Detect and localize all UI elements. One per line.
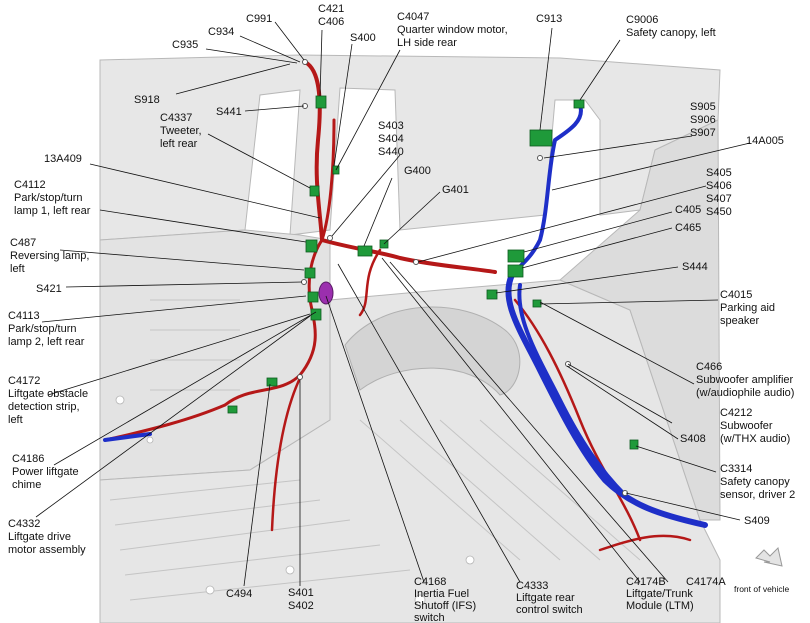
harness-down-c494 <box>270 376 302 532</box>
label-c4112: C4112 Park/stop/turn lamp 1, left rear <box>14 179 91 217</box>
orientation-marker: front of vehicle <box>734 547 790 594</box>
splices <box>297 59 628 496</box>
label-c487: C487 Reversing lamp, left <box>10 237 93 275</box>
body-right-side <box>559 119 721 521</box>
label-s403-s440: S403 S404 S440 <box>378 120 407 158</box>
label-c466: C466 Subwoofer amplifier (w/audiophile a… <box>696 361 796 399</box>
connector-c4113 <box>307 291 319 303</box>
label-s905-s907: S905 S906 S907 <box>690 101 719 139</box>
harness-cross-main <box>320 238 497 274</box>
connector-g400 <box>357 245 373 257</box>
connector-c405 <box>507 249 525 263</box>
label-c4174a: C4174A <box>686 576 726 588</box>
label-s409: S409 <box>744 515 770 527</box>
label-c9006: C9006 Safety canopy, left <box>626 14 716 39</box>
connector-c421 <box>315 95 327 109</box>
front-arrow-icon <box>755 547 783 567</box>
connector-c4337 <box>309 185 320 197</box>
label-c4337: C4337 Tweeter, left rear <box>160 112 205 150</box>
label-13a409: 13A409 <box>44 153 82 165</box>
label-c4174b: C4174B Liftgate/Trunk Module (LTM) <box>626 576 696 612</box>
harness-vertical-trunk <box>303 60 324 242</box>
label-s400: S400 <box>350 32 376 44</box>
label-c4212: C4212 Subwoofer (w/THX audio) <box>720 407 790 445</box>
front-of-vehicle-label: front of vehicle <box>734 584 790 594</box>
label-c4113: C4113 Park/stop/turn lamp 2, left rear <box>8 310 85 348</box>
label-s918: S918 <box>134 94 160 106</box>
label-c3314: C3314 Safety canopy sensor, driver 2 <box>720 463 795 501</box>
label-s405-s450: S405 S406 S407 S450 <box>706 167 735 218</box>
callout-labels: C991 C934 C935 S918 C421 C406 S400 C4047… <box>8 3 796 623</box>
body-wheel-well <box>344 306 521 396</box>
harness-blue-lower <box>505 272 708 528</box>
label-g400: G400 <box>404 165 431 177</box>
label-c494: C494 <box>226 588 252 600</box>
label-c913: C913 <box>536 13 562 25</box>
harness-blue-upper <box>510 103 583 277</box>
label-c4172: C4172 Liftgate obstacle detection strip,… <box>8 375 91 426</box>
body-floor-ribs <box>109 299 641 601</box>
label-c934: C934 <box>208 26 234 38</box>
label-s444: S444 <box>682 261 708 273</box>
connector-s444 <box>486 289 498 300</box>
label-c405: C405 <box>675 204 701 216</box>
ltm-module <box>318 281 334 305</box>
harness-blue <box>103 103 708 528</box>
connector-c4015 <box>532 299 542 308</box>
label-c991: C991 <box>246 13 272 25</box>
harness-to-s400 <box>320 118 336 242</box>
label-c421-c406: C421 C406 <box>318 3 347 28</box>
body-floor-holes <box>115 395 475 606</box>
connector-c4112 <box>305 239 318 253</box>
vehicle-body <box>99 54 721 623</box>
label-c465: C465 <box>675 222 701 234</box>
harness-right-down <box>513 298 642 542</box>
label-c4186: C4186 Power liftgate chime <box>12 453 82 491</box>
label-s401-s402: S401 S402 <box>288 587 317 612</box>
connector-c3314 <box>629 439 639 450</box>
label-c4332: C4332 Liftgate drive motor assembly <box>8 518 86 556</box>
connector-c9006 <box>573 99 585 109</box>
harness-floor-bottom <box>598 534 692 552</box>
harness-blue-lower-2 <box>517 283 627 497</box>
harness-blue-floor <box>103 432 152 442</box>
label-c935: C935 <box>172 39 198 51</box>
harness-ltm-branch <box>358 248 382 317</box>
connector-c465 <box>507 264 524 278</box>
label-g401: G401 <box>442 184 469 196</box>
label-c4168: C4168 Inertia Fuel Shutoff (IFS) switch <box>414 576 479 623</box>
label-c4015: C4015 Parking aid speaker <box>720 289 778 327</box>
label-c4047: C4047 Quarter window motor, LH side rear <box>397 11 511 49</box>
label-s421: S421 <box>36 283 62 295</box>
label-c4333: C4333 Liftgate rear control switch <box>516 580 583 616</box>
label-s408: S408 <box>680 433 706 445</box>
connector-c913 <box>529 129 553 147</box>
leader-lines <box>35 21 751 587</box>
connector-c494 <box>266 377 278 387</box>
label-s441: S441 <box>216 106 242 118</box>
connector-floor-left <box>227 405 238 414</box>
connector-c487 <box>304 267 316 279</box>
connectors <box>227 95 639 450</box>
label-14a005: 14A005 <box>746 135 784 147</box>
